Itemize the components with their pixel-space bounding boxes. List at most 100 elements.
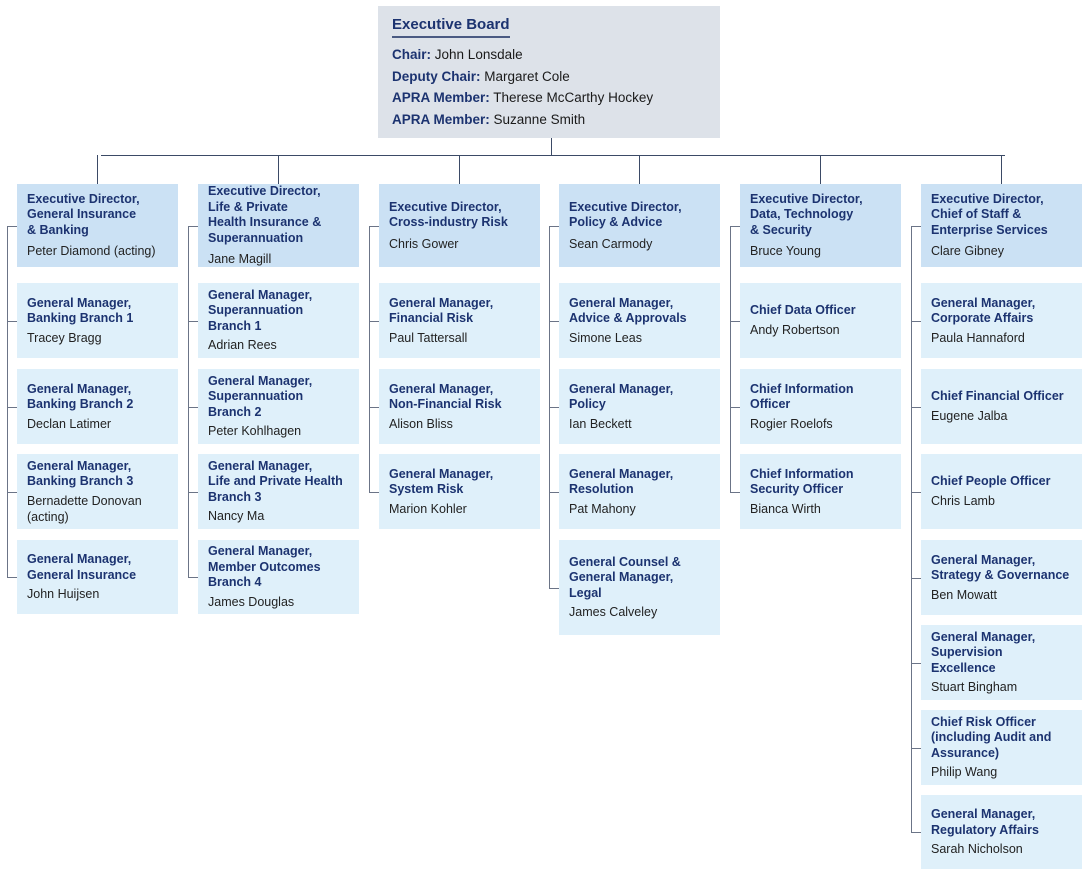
connector-line	[549, 406, 559, 408]
position-title: Chief Data Officer	[750, 303, 856, 318]
board-role: Deputy Chair:	[392, 68, 481, 84]
position-title: General Manager,Resolution	[569, 466, 674, 497]
position-title: General Manager,Banking Branch 1	[27, 295, 134, 326]
connector-line	[911, 491, 921, 493]
connector-line	[911, 225, 921, 227]
person-name: Bernadette Donovan(acting)	[27, 493, 142, 524]
connector-line	[551, 138, 552, 156]
connector-line	[639, 155, 640, 184]
connector-line	[369, 225, 379, 227]
connector-line	[549, 225, 550, 589]
person-name: Clare Gibney	[931, 244, 1004, 259]
person-name: Stuart Bingham	[931, 680, 1018, 695]
connector-line	[730, 491, 740, 493]
person-name: Chris Lamb	[931, 493, 995, 508]
person-name: Ben Mowatt	[931, 587, 998, 602]
connector-line	[278, 155, 279, 184]
position-title: General Manager,General Insurance	[27, 552, 137, 582]
board-role: APRA Member:	[392, 90, 490, 105]
position-title: General Manager,Strategy & Governance	[931, 552, 1070, 583]
connector-line	[97, 155, 98, 184]
connector-line	[1001, 155, 1002, 184]
connector-line	[7, 577, 17, 578]
connector-line	[911, 662, 921, 664]
connector-line	[188, 406, 198, 408]
person-name: Paul Tattersall	[389, 330, 468, 345]
person-name: James Douglas	[208, 594, 295, 609]
person-name: Jane Magill	[208, 252, 272, 266]
connector-line	[369, 406, 379, 408]
connector-line	[549, 225, 559, 227]
position-title: General Manager,Corporate Affairs	[931, 295, 1036, 326]
position-title: Executive Director,Chief of Staff &Enter…	[931, 191, 1048, 237]
connector-line	[911, 832, 921, 833]
position-title: General Manager,Advice & Approvals	[569, 295, 687, 326]
board-member-deputy-chair: Deputy Chair: Margaret Cole	[392, 66, 706, 88]
connector-line	[820, 155, 821, 184]
person-name: Peter Diamond (acting)	[27, 244, 156, 259]
person-name: Simone Leas	[569, 330, 642, 345]
person-name: Tracey Bragg	[27, 330, 102, 345]
position-title: General Counsel &General Manager,Legal	[569, 554, 681, 600]
person-name: Alison Bliss	[389, 416, 453, 431]
board-name: Margaret Cole	[484, 68, 570, 84]
position-title: General Manager,Banking Branch 2	[27, 381, 134, 412]
connector-line	[730, 406, 740, 408]
connector-line	[911, 320, 921, 322]
executive-director-box: Executive Director,Data, Technology& Sec…	[740, 184, 901, 267]
executive-director-box: Executive Director,General Insurance& Ba…	[17, 184, 178, 267]
connector-line	[911, 577, 921, 579]
position-title: General Manager,Financial Risk	[389, 295, 494, 326]
connector-line	[730, 225, 731, 493]
connector-line	[7, 320, 17, 322]
connector-line	[369, 491, 379, 493]
executive-director-box: Executive Director,Chief of Staff &Enter…	[921, 184, 1082, 267]
connector-line	[549, 491, 559, 493]
board-member-chair: Chair: John Lonsdale	[392, 44, 706, 66]
connector-line	[369, 320, 379, 322]
connector-line	[911, 747, 921, 749]
person-name: Pat Mahony	[569, 501, 636, 516]
person-name: John Huijsen	[27, 587, 100, 601]
person-name: Bianca Wirth	[750, 501, 821, 516]
connector-line	[7, 491, 17, 493]
report-box: General Manager,Banking Branch 1 Tracey B…	[17, 283, 178, 358]
position-title: Chief People Officer	[931, 474, 1051, 489]
connector-line	[911, 225, 912, 833]
person-name: Nancy Ma	[208, 509, 265, 524]
position-title: Executive Director,General Insurance& Ba…	[27, 191, 140, 237]
position-title: Executive Director,Policy & Advice	[569, 199, 682, 230]
position-title: General Manager,Policy	[569, 381, 674, 412]
position-title: Chief Financial Officer	[931, 389, 1064, 404]
connector-line	[911, 406, 921, 408]
person-name: Ian Beckett	[569, 416, 632, 431]
person-name: Marion Kohler	[389, 501, 467, 516]
